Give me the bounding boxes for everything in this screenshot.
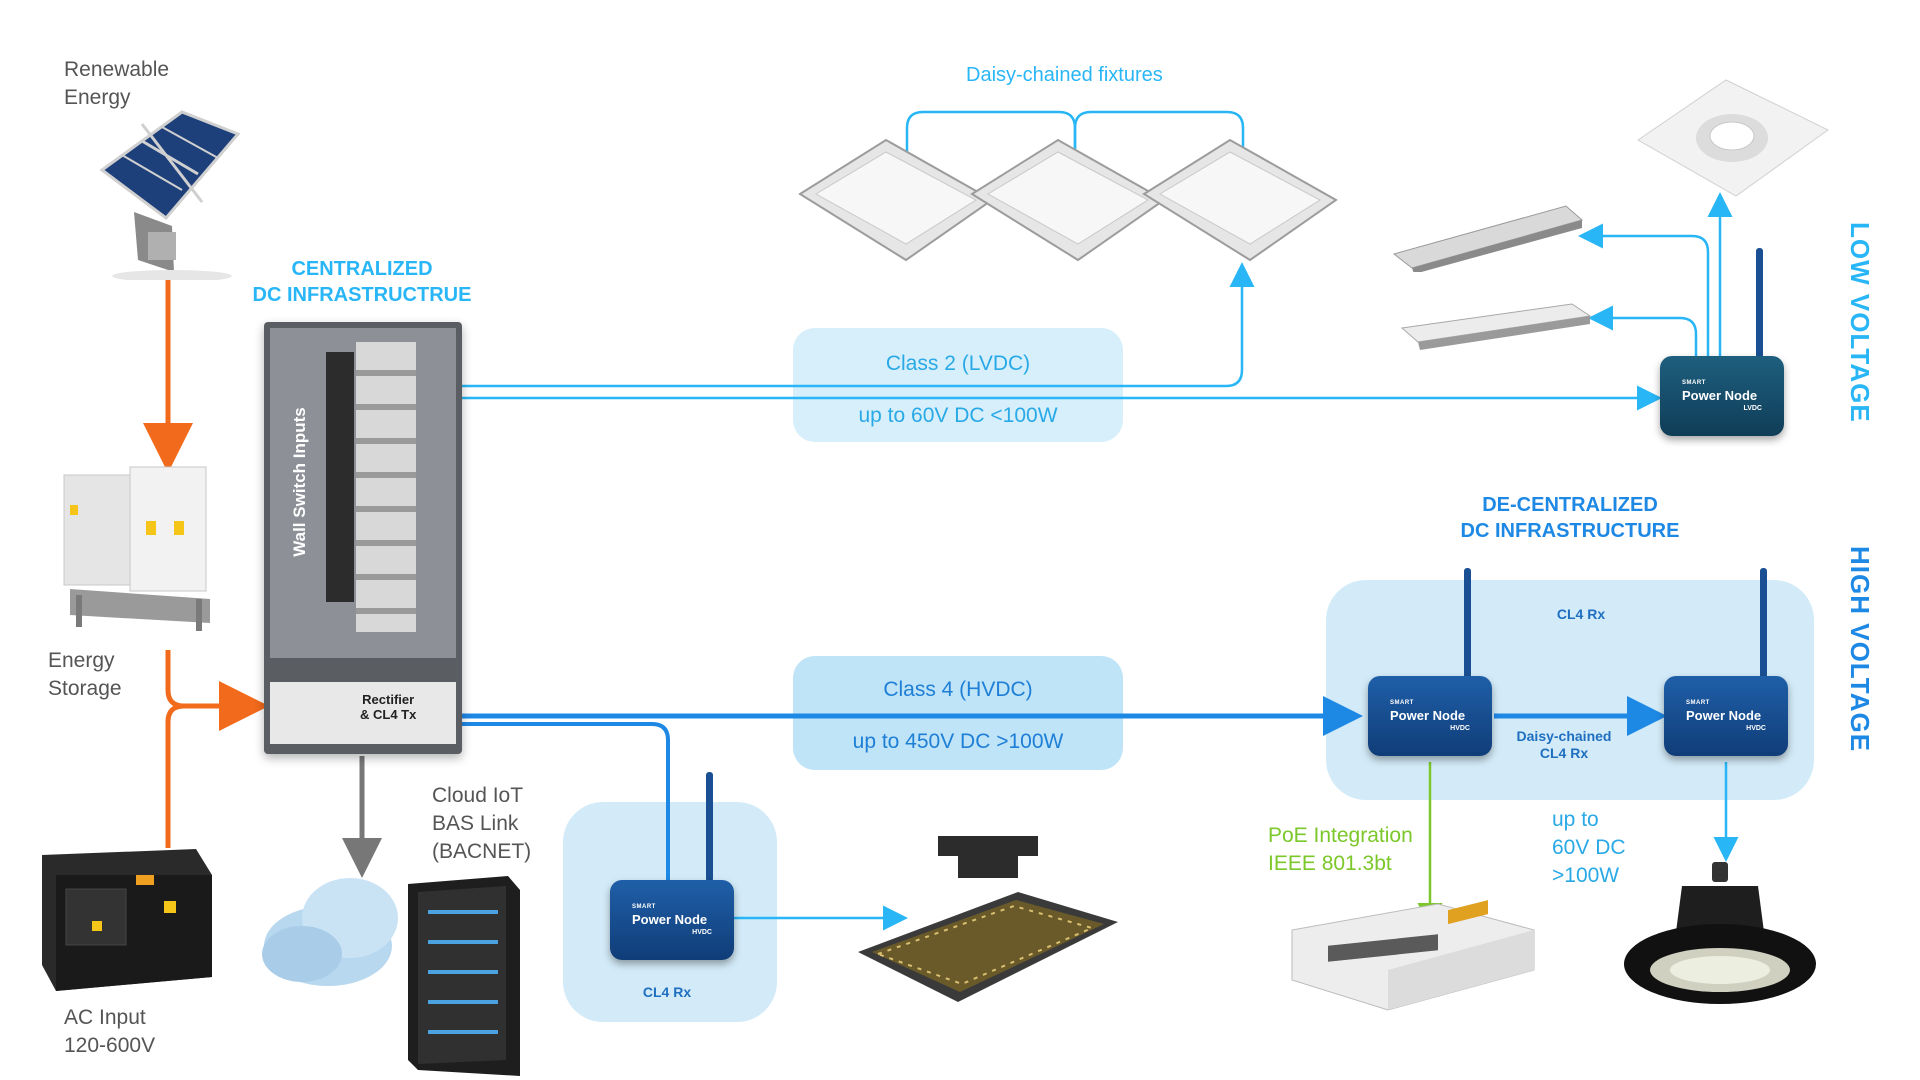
class4-title: Class 4 (HVDC) [883, 678, 1033, 701]
hvdc-power-node-2: SMART Power Node HVDC [1664, 676, 1788, 756]
lvdc-antenna [1756, 248, 1763, 358]
wall-switch-label: Wall Switch Inputs [290, 407, 309, 557]
lvdc-node-type: LVDC [1743, 405, 1762, 412]
hvdc-node1-type: HVDC [1450, 725, 1470, 732]
class4-bubble [793, 656, 1123, 770]
cl4-node-antenna [706, 772, 713, 882]
hvdc-power-node-1: SMART Power Node HVDC [1368, 676, 1492, 756]
spotlight-fixture-image [1637, 79, 1829, 197]
up-to-60v-label: up to 60V DC >100W [1552, 808, 1626, 887]
breaker-column [356, 342, 416, 632]
linear-fixture-1-image [1392, 205, 1584, 272]
troffer-fixtures-image [798, 138, 1338, 262]
renewable-energy-label: Renewable Energy [64, 58, 170, 109]
rectifier-panel: Rectifier & CL4 Tx [270, 682, 456, 744]
lvdc-to-linear1-line [1578, 223, 1710, 358]
cl4-node-title: Power Node [632, 912, 708, 927]
storage-to-rack-line [165, 650, 269, 731]
low-voltage-label: LOW VOLTAGE [1845, 222, 1875, 423]
lvdc-to-linear2-line [1588, 305, 1698, 358]
high-voltage-label: HIGH VOLTAGE [1845, 546, 1875, 753]
daisy-chained-cl4-label: Daisy-chained CL4 Rx [1516, 728, 1612, 761]
daisy-chain-loop-1 [905, 110, 1077, 168]
daisy-chain-loop-2 [1073, 110, 1245, 168]
centralized-infrastructure-heading: CENTRALIZED DC INFRASTRUCTRUE [252, 258, 472, 306]
class2-to-fixtures-line [414, 262, 1255, 388]
hvdc-node2-title: Power Node [1686, 708, 1762, 723]
rectifier-label: Rectifier & CL4 Tx [360, 692, 417, 722]
dc-rack: Wall Switch Inputs Rectifier & CL4 Tx [264, 322, 462, 754]
floodlight-fixture-image [858, 836, 1118, 1002]
cl4-rx-top-label: CL4 Rx [1556, 606, 1606, 622]
class4-subtitle: up to 450V DC >100W [852, 730, 1064, 753]
ac-input-label: AC Input 120-600V [64, 1006, 156, 1057]
class2-title: Class 2 (LVDC) [885, 352, 1031, 375]
control-board [326, 352, 354, 602]
lvdc-node-smart: SMART [1682, 380, 1706, 386]
linear-fixture-2-image [1400, 303, 1592, 350]
cl4-node-type: HVDC [692, 929, 712, 936]
solar-panel-image [99, 110, 241, 280]
hvdc-node1-smart: SMART [1390, 700, 1414, 706]
cl4-node-smart: SMART [632, 904, 656, 910]
lvdc-node-title: Power Node [1682, 388, 1758, 403]
poe-switch-image [1291, 900, 1535, 1011]
hvdc-node2-smart: SMART [1686, 700, 1710, 706]
cloud-iot-label: Cloud IoT BAS Link (BACNET) [432, 784, 532, 863]
poe-integration-label: PoE Integration IEEE 801.3bt [1268, 824, 1413, 875]
daisy-chained-fixtures-label: Daisy-chained fixtures [966, 64, 1163, 86]
highbay-fixture-image [1624, 862, 1816, 1004]
cl4-rx-bottom-label: CL4 Rx [642, 984, 692, 1000]
hvdc-node1-antenna [1464, 568, 1471, 678]
hvdc-node1-title: Power Node [1390, 708, 1466, 723]
ac-generator-image [42, 849, 212, 991]
class2-subtitle: up to 60V DC <100W [858, 404, 1058, 427]
hvdc-node2-antenna [1760, 568, 1767, 678]
energy-storage-image [63, 466, 210, 631]
cloud-server-image [262, 876, 520, 1076]
cl4-rx-power-node: SMART Power Node HVDC [610, 880, 734, 960]
hvdc-node2-type: HVDC [1746, 725, 1766, 732]
ac-input-to-rack-line [165, 703, 185, 848]
energy-storage-label: Energy Storage [48, 649, 122, 700]
lvdc-power-node: SMART Power Node LVDC [1660, 356, 1784, 436]
decentralized-infrastructure-heading: DE-CENTRALIZED DC INFRASTRUCTURE [1460, 494, 1680, 542]
class4-branch-line [462, 722, 670, 880]
